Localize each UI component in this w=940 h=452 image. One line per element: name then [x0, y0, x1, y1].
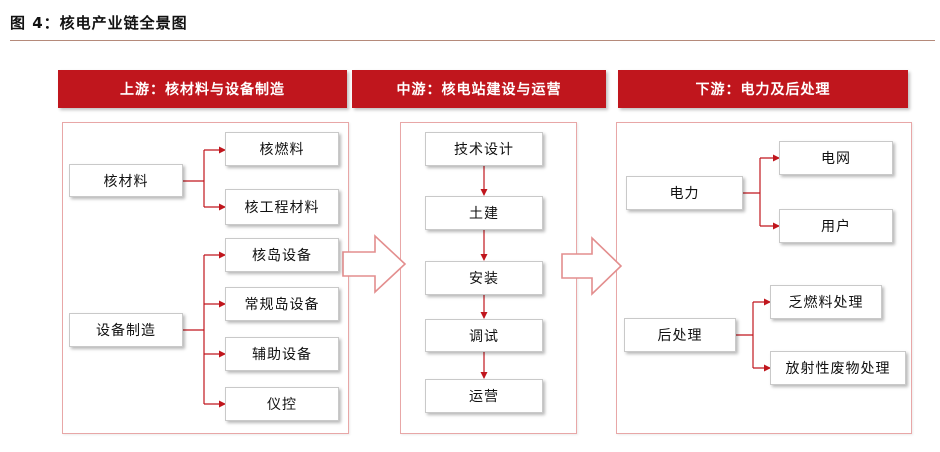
flow-arrow-up-to-mid	[342, 234, 407, 294]
step-installation: 安装	[425, 261, 543, 295]
upstream-header: 上游：核材料与设备制造	[58, 70, 347, 108]
node-auxiliary-equipment: 辅助设备	[225, 337, 339, 371]
node-equipment-manufacturing: 设备制造	[69, 313, 183, 347]
node-nuclear-fuel: 核燃料	[225, 132, 339, 166]
step-civil-construction: 土建	[425, 196, 543, 230]
node-instrumentation-control: 仪控	[225, 387, 339, 421]
figure-title: 图 4：核电产业链全景图	[10, 14, 188, 32]
node-nuclear-engineering-materials: 核工程材料	[225, 189, 339, 225]
node-nuclear-island-equipment: 核岛设备	[225, 238, 339, 272]
node-radioactive-waste-treatment: 放射性废物处理	[770, 351, 906, 385]
node-conventional-island-equipment: 常规岛设备	[225, 287, 339, 321]
node-post-treatment: 后处理	[624, 318, 736, 352]
step-operation: 运营	[425, 379, 543, 413]
node-power-grid: 电网	[779, 141, 893, 175]
title-divider	[10, 40, 935, 41]
node-users: 用户	[779, 209, 893, 243]
node-nuclear-materials: 核材料	[69, 164, 183, 197]
node-spent-fuel-treatment: 乏燃料处理	[770, 285, 882, 319]
step-commissioning: 调试	[425, 319, 543, 352]
midstream-header: 中游：核电站建设与运营	[352, 70, 606, 108]
step-technical-design: 技术设计	[425, 132, 543, 166]
node-electricity: 电力	[626, 176, 743, 210]
downstream-header: 下游：电力及后处理	[618, 70, 908, 108]
